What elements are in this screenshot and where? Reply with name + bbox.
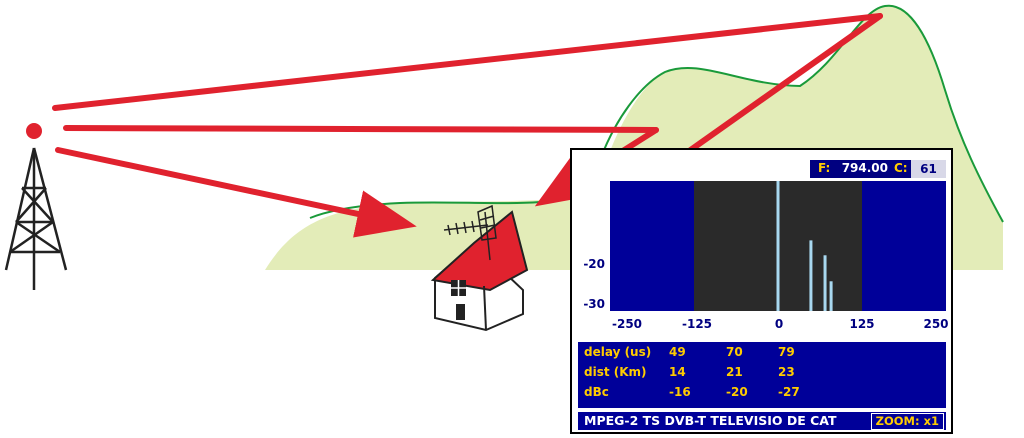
dbc-value: -16 — [669, 385, 691, 399]
frequency-label: F: — [818, 161, 831, 175]
impulse-response-plot — [610, 181, 946, 311]
delay-value: 70 — [726, 345, 743, 359]
house-icon — [430, 210, 529, 332]
echo-analyzer-panel: F: 794.00 C: 61 -20 -30 -250 -125 0 125 … — [570, 148, 953, 434]
channel-label: C: — [894, 161, 908, 175]
x-tick-label: -125 — [681, 317, 713, 331]
y-tick-label: -30 — [583, 297, 605, 311]
frequency-bar: F: 794.00 C: 61 — [810, 160, 946, 178]
row-label-dbc: dBc — [584, 385, 609, 399]
x-tick-label: -250 — [611, 317, 643, 331]
transmitter-dot — [26, 123, 42, 139]
x-tick-label: 250 — [923, 317, 949, 331]
distance-value: 23 — [778, 365, 795, 379]
stream-info-text: MPEG-2 TS DVB-T TELEVISIO DE CAT — [584, 413, 837, 428]
y-tick-label: -20 — [583, 257, 605, 271]
transmitter-tower-icon — [4, 147, 68, 290]
impulse-response-svg — [694, 181, 862, 311]
dbc-value: -20 — [726, 385, 748, 399]
frequency-value: 794.00 — [841, 161, 888, 175]
distance-value: 14 — [669, 365, 686, 379]
dbc-value: -27 — [778, 385, 800, 399]
delay-value: 49 — [669, 345, 686, 359]
row-label-delay: delay (us) — [584, 345, 652, 359]
reflection-path-1 — [63, 125, 659, 133]
x-tick-label: 125 — [849, 317, 875, 331]
row-label-distance: dist (Km) — [584, 365, 647, 379]
antenna-icon — [443, 204, 497, 261]
channel-value: 61 — [911, 160, 946, 178]
reflection-path-2 — [52, 13, 883, 111]
delay-value: 79 — [778, 345, 795, 359]
distance-value: 21 — [726, 365, 743, 379]
echo-table: delay (us) 49 70 79 dist (Km) 14 21 23 d… — [578, 342, 946, 408]
x-tick-label: 0 — [774, 317, 784, 331]
direct-path-arrow — [55, 147, 417, 238]
zoom-indicator[interactable]: ZOOM: x1 — [870, 413, 944, 430]
status-footer: MPEG-2 TS DVB-T TELEVISIO DE CAT ZOOM: x… — [578, 412, 946, 430]
terrain-hill-left — [265, 150, 660, 270]
